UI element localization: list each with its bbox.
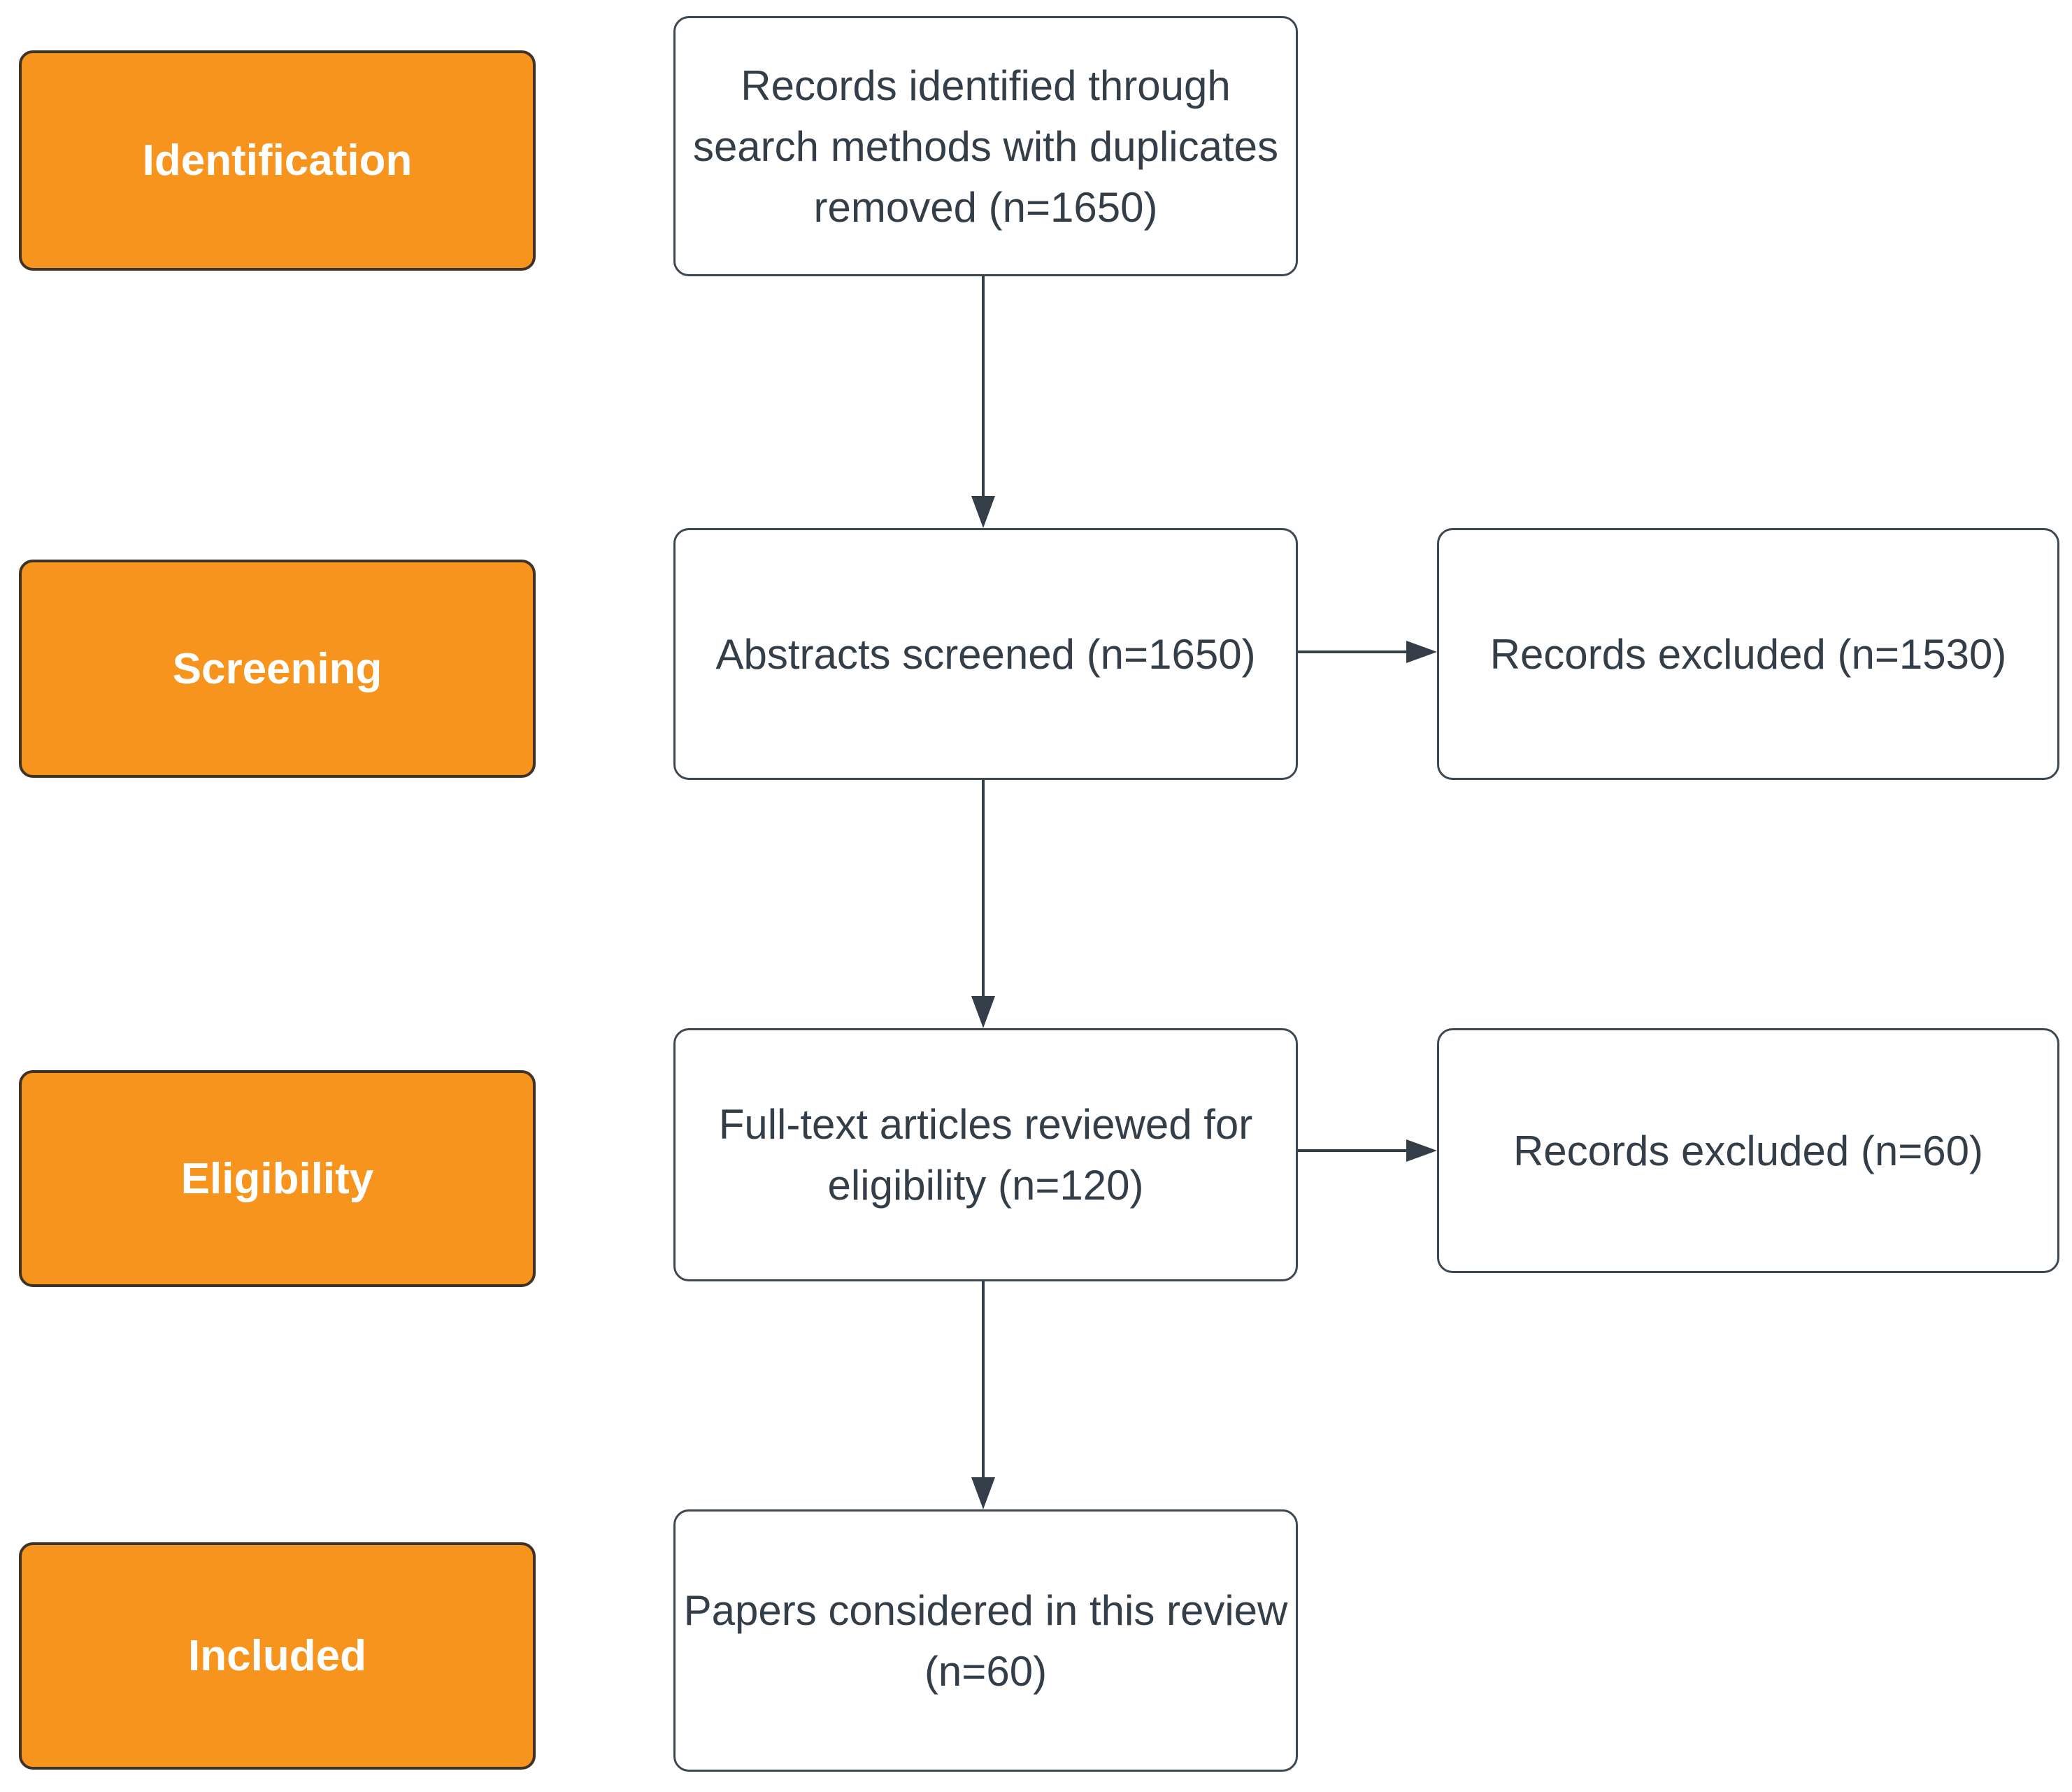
flow-box-text-line: Full-text articles reviewed for — [718, 1101, 1253, 1148]
exclusion-box-eligibility: Records excluded (n=60) — [1437, 1028, 2059, 1273]
exclusion-box-text-line: Records excluded (n=60) — [1513, 1127, 1984, 1174]
exclusion-box-screening: Records excluded (n=1530) — [1437, 528, 2059, 780]
stage-label-identification: Identification — [142, 136, 413, 185]
flow-box-text-line: Records identified through — [741, 62, 1231, 109]
flow-box-text-line: eligibility (n=120) — [827, 1162, 1144, 1209]
flow-box-papers-included: Papers considered in this review (n=60) — [673, 1509, 1298, 1772]
flow-box-text-line: search methods with duplicates — [692, 122, 1279, 170]
flow-box-fulltext-reviewed: Full-text articles reviewed for eligibil… — [673, 1028, 1298, 1281]
arrow-right-eligibility-excluded — [1298, 1149, 1406, 1152]
stage-box-eligibility: Eligibility — [19, 1070, 536, 1287]
arrow-down-eligibility-to-included — [982, 1281, 985, 1477]
stage-box-included: Included — [19, 1542, 536, 1770]
flow-box-abstracts-screened: Abstracts screened (n=1650) — [673, 528, 1298, 780]
arrow-down-screening-to-eligibility — [982, 780, 985, 996]
arrow-down-identification-to-screening — [982, 276, 985, 496]
stage-label-screening: Screening — [172, 644, 383, 693]
flow-box-text-line: Abstracts screened (n=1650) — [715, 630, 1256, 678]
exclusion-box-text-line: Records excluded (n=1530) — [1489, 630, 2007, 678]
flow-box-records-identified: Records identified through search method… — [673, 16, 1298, 276]
flow-box-text-line: Papers considered in this review — [683, 1586, 1288, 1634]
stage-label-included: Included — [188, 1632, 366, 1680]
stage-box-identification: Identification — [19, 50, 536, 271]
flow-box-text-line: (n=60) — [924, 1647, 1048, 1695]
arrow-right-screening-excluded — [1298, 650, 1406, 653]
stage-box-screening: Screening — [19, 560, 536, 778]
stage-label-eligibility: Eligibility — [180, 1154, 374, 1203]
flow-box-text-line: removed (n=1650) — [813, 183, 1158, 231]
